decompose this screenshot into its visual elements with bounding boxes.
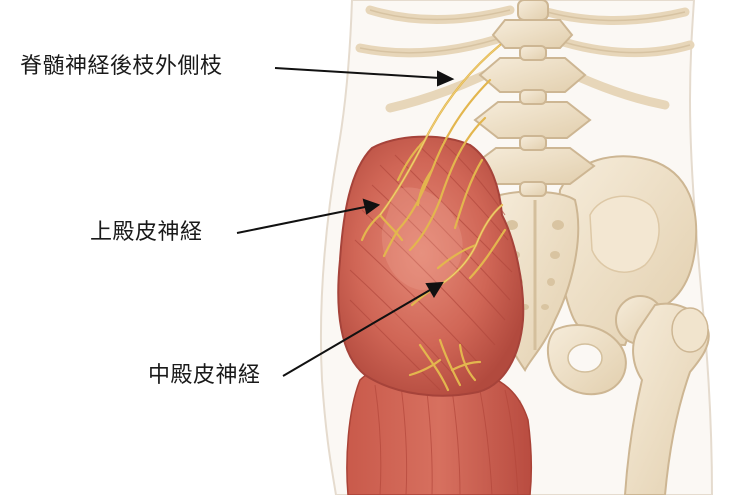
leader-lines bbox=[236, 67, 455, 377]
label-superior-cluneal-nerve: 上殿皮神経 bbox=[90, 220, 203, 245]
nerve-highlights bbox=[379, 44, 503, 286]
leader-line-2 bbox=[236, 206, 366, 234]
arrowhead-3 bbox=[425, 281, 444, 298]
leader-line-1 bbox=[274, 67, 441, 79]
label-spinal-nerve-posterior-lateral-branch: 脊髄神経後枝外側枝 bbox=[20, 54, 223, 79]
obturator-foramen bbox=[567, 343, 603, 373]
arrowhead-1 bbox=[437, 70, 455, 87]
label-middle-cluneal-nerve: 中殿皮神経 bbox=[148, 363, 261, 388]
leader-line-3 bbox=[282, 289, 431, 377]
gluteus-maximus bbox=[337, 135, 525, 397]
arrowhead-2 bbox=[362, 198, 381, 215]
iliac-inner bbox=[589, 195, 660, 273]
greater-trochanter bbox=[671, 307, 709, 353]
